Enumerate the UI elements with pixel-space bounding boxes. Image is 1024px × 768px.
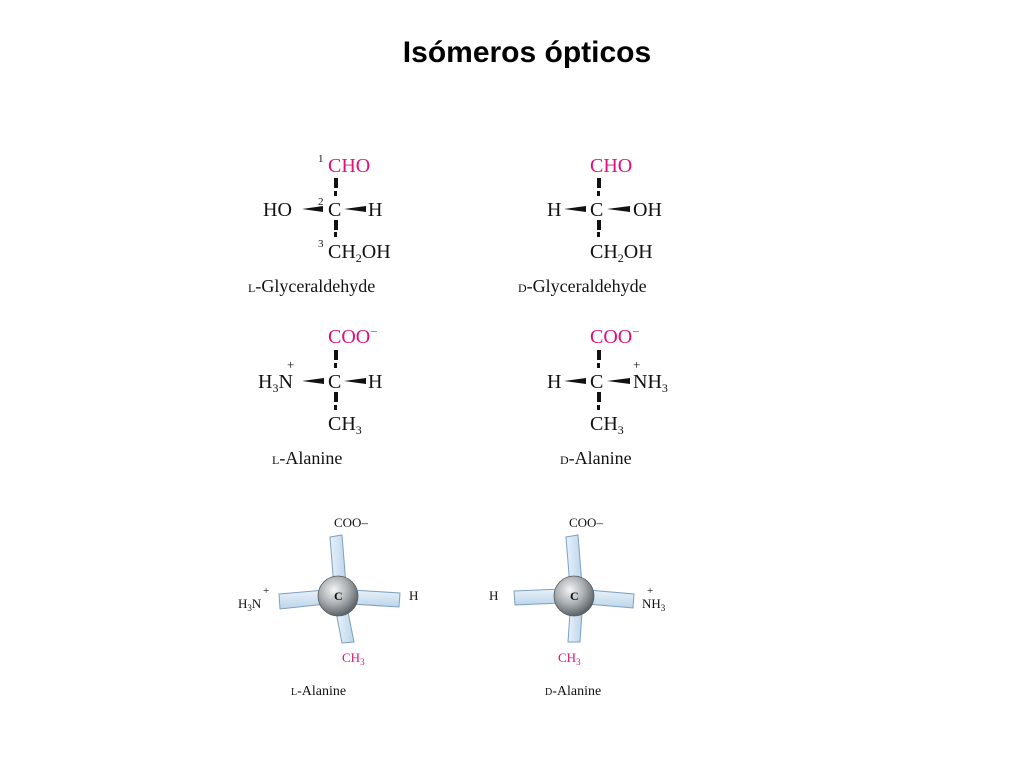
- l-alanine-center-carbon: C: [328, 371, 341, 393]
- d-alanine-bottom-group: CH3: [590, 413, 624, 437]
- l-glyceraldehyde-lower-bond-tip: [334, 232, 337, 237]
- d-alanine-top-group: COO−: [590, 324, 640, 348]
- d-alanine-3d-top-group: COO–: [569, 515, 603, 530]
- d-glyceraldehyde-upper-bond-tip: [597, 191, 600, 196]
- d-alanine-center-carbon: C: [590, 371, 603, 393]
- l-glyceraldehyde-left-group: HO: [263, 199, 292, 221]
- d-alanine-lower-bond: [597, 392, 601, 402]
- d-alanine-right-group: NH3: [633, 371, 668, 395]
- l-alanine-fischer-structure: COO− + H3N C H CH3 L-Alanine: [258, 324, 382, 468]
- d-alanine-3d-caption: D-Alanine: [545, 684, 601, 699]
- l-alanine-3d-bottom-group: CH3: [342, 650, 365, 667]
- l-alanine-left-charge: +: [287, 357, 294, 372]
- l-alanine-bottom-group: CH3: [328, 413, 362, 437]
- l-alanine-3d-model: COO– C + H3N H CH3 L-Alanine: [238, 515, 418, 699]
- l-alanine-3d-top-group: COO–: [334, 515, 368, 530]
- l-alanine-lower-bond-tip: [334, 405, 337, 410]
- l-glyceraldehyde-top-group: CHO: [328, 155, 370, 177]
- l-alanine-right-group: H: [368, 371, 382, 393]
- l-alanine-3d-right-stick: [350, 589, 401, 608]
- d-glyceraldehyde-right-group: OH: [633, 199, 662, 221]
- l-glyceraldehyde-top-number: 1: [318, 153, 324, 165]
- l-glyceraldehyde-bottom-number: 3: [318, 238, 324, 250]
- d-alanine-3d-carbon-atom: [553, 575, 595, 617]
- l-alanine-upper-bond-tip: [334, 363, 337, 368]
- d-alanine-3d-right-charge: +: [647, 585, 653, 597]
- d-alanine-fischer-structure: COO− H C + NH3 CH3 D-Alanine: [547, 324, 668, 468]
- d-glyceraldehyde-bottom-group: CH2OH: [590, 241, 653, 265]
- d-glyceraldehyde-lower-bond: [597, 220, 601, 230]
- l-glyceraldehyde-center-carbon: C: [328, 199, 341, 221]
- d-alanine-3d-model: COO– C H + NH3 CH3 D-Alanine: [489, 515, 666, 699]
- d-alanine-3d-center-carbon: C: [570, 589, 579, 603]
- l-alanine-left-group: H3N: [258, 371, 293, 395]
- l-glyceraldehyde-left-bond: [302, 206, 323, 212]
- d-glyceraldehyde-top-group: CHO: [590, 155, 632, 177]
- d-glyceraldehyde-structure: CHO H C OH CH2OH D-Glyceraldehyde: [518, 155, 662, 296]
- d-alanine-upper-bond: [597, 350, 601, 360]
- l-glyceraldehyde-right-group: H: [368, 199, 382, 221]
- l-alanine-3d-bottom-stick: [335, 611, 355, 644]
- d-alanine-right-charge: +: [633, 357, 640, 372]
- d-glyceraldehyde-right-bond: [607, 206, 630, 212]
- l-alanine-3d-center-carbon: C: [334, 589, 343, 603]
- d-alanine-3d-bottom-stick: [567, 611, 583, 643]
- d-glyceraldehyde-center-carbon: C: [590, 199, 603, 221]
- l-glyceraldehyde-right-bond: [344, 206, 366, 212]
- l-alanine-upper-bond: [334, 350, 338, 360]
- l-glyceraldehyde-center-number: 2: [318, 196, 324, 208]
- l-glyceraldehyde-lower-bond: [334, 220, 338, 230]
- d-alanine-3d-right-group: NH3: [642, 596, 666, 613]
- d-alanine-left-bond: [564, 378, 586, 384]
- d-alanine-left-group: H: [547, 371, 561, 393]
- d-alanine-right-bond: [607, 378, 630, 384]
- l-glyceraldehyde-upper-bond-tip: [334, 191, 337, 196]
- d-alanine-3d-bottom-group: CH3: [558, 650, 581, 667]
- l-alanine-top-group: COO−: [328, 324, 378, 348]
- d-glyceraldehyde-left-group: H: [547, 199, 561, 221]
- l-glyceraldehyde-upper-bond: [334, 178, 338, 188]
- l-alanine-left-bond: [302, 378, 324, 384]
- l-alanine-lower-bond: [334, 392, 338, 402]
- l-alanine-3d-caption: L-Alanine: [291, 684, 346, 699]
- l-alanine-3d-carbon-atom: [317, 575, 359, 617]
- l-alanine-3d-left-group: H3N: [238, 596, 262, 613]
- l-glyceraldehyde-structure: 1 CHO HO 2 C H 3 CH2OH L-Glyceraldehyde: [248, 153, 391, 296]
- l-alanine-right-bond: [344, 378, 366, 384]
- l-alanine-3d-right-group: H: [409, 588, 418, 603]
- d-glyceraldehyde-caption: D-Glyceraldehyde: [518, 276, 647, 296]
- d-glyceraldehyde-upper-bond: [597, 178, 601, 188]
- l-alanine-caption: L-Alanine: [272, 448, 342, 468]
- d-alanine-lower-bond-tip: [597, 405, 600, 410]
- l-glyceraldehyde-caption: L-Glyceraldehyde: [248, 276, 375, 296]
- d-alanine-caption: D-Alanine: [560, 448, 632, 468]
- d-alanine-upper-bond-tip: [597, 363, 600, 368]
- d-glyceraldehyde-left-bond: [564, 206, 586, 212]
- page-title: Isómeros ópticos: [402, 36, 652, 69]
- d-glyceraldehyde-lower-bond-tip: [597, 232, 600, 237]
- l-alanine-3d-left-charge: +: [263, 585, 269, 597]
- d-alanine-3d-left-group: H: [489, 588, 498, 603]
- l-glyceraldehyde-bottom-group: CH2OH: [328, 241, 391, 265]
